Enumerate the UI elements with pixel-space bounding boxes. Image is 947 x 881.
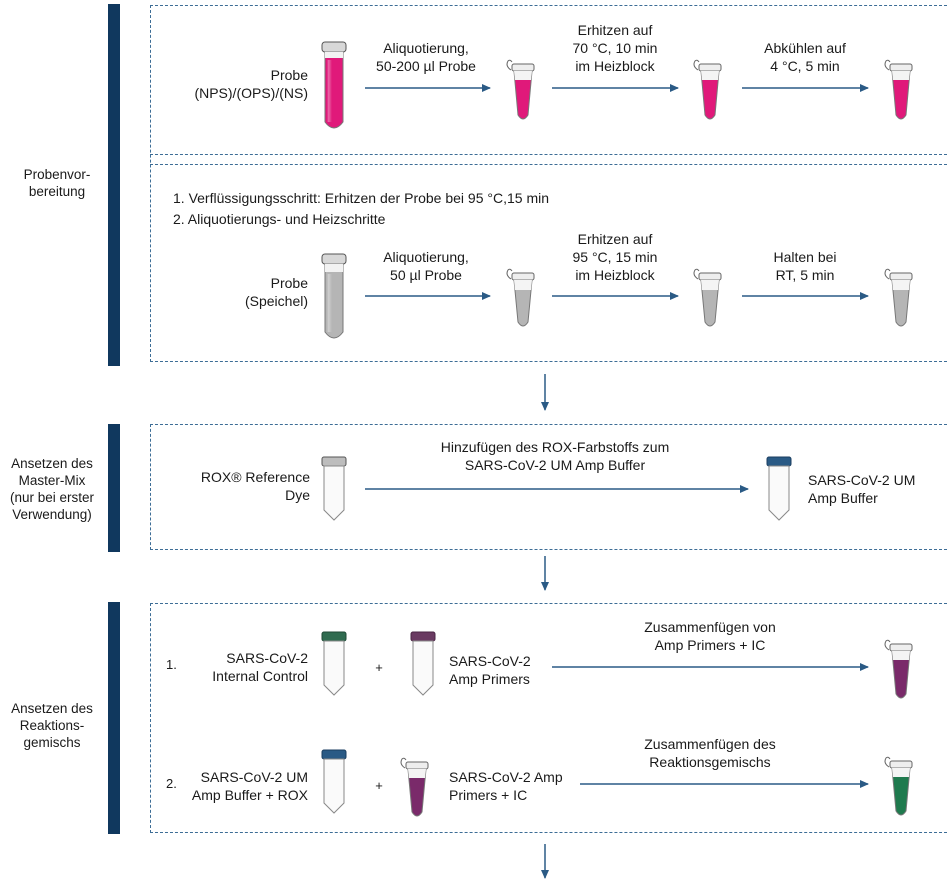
small-tube-saliva-2-icon (693, 268, 722, 327)
section-label-reaction: Ansetzen des Reaktions- gemischs (11, 701, 93, 750)
reaction-row1-number: 1. (166, 657, 177, 672)
step-label-nps-3: Abkühlen auf 4 °C, 5 min (764, 40, 846, 74)
small-tube-saliva-1-icon (506, 268, 535, 327)
mastermix-action: Hinzufügen des ROX-Farbstoffs zum SARS-C… (440, 439, 670, 473)
reaction-row1-action: Zusammenfügen von Amp Primers + IC (644, 619, 776, 653)
internal-control-tube-icon (321, 631, 347, 696)
step-label-saliva-3: Halten bei RT, 5 min (773, 249, 837, 283)
reaction-row2-number: 2. (166, 776, 177, 791)
sidebar-bar-reaction (108, 602, 120, 834)
sample-label-nps: Probe (NPS)/(OPS)/(NS) (194, 67, 308, 101)
small-tube-nps-1-icon (506, 59, 535, 120)
rox-label: ROX® Reference Dye (200, 469, 310, 503)
sidebar-bar-prep (108, 4, 120, 366)
internal-control-label: SARS-CoV-2 Internal Control (212, 650, 308, 684)
saliva-note-1: 1. Verflüssigungsschritt: Erhitzen der P… (173, 190, 550, 206)
amp-buffer-label: SARS-CoV-2 UM Amp Buffer (808, 472, 916, 506)
plus-sign-1: + (375, 660, 383, 675)
step-label-saliva-1: Aliquotierung, 50 µl Probe (383, 249, 469, 283)
primers-ic-tube-icon (884, 639, 913, 699)
small-tube-nps-2-icon (693, 59, 722, 120)
panel-prep-divider (150, 154, 947, 155)
panel-prep (150, 5, 947, 362)
panel-prep-divider-2 (150, 164, 947, 165)
panel-mastermix (150, 424, 947, 550)
plus-sign-2: + (375, 778, 383, 793)
reaction-mix-tube-icon (884, 756, 913, 816)
amp-buffer-tube-icon (766, 456, 792, 521)
small-tube-nps-3-icon (884, 59, 913, 120)
section-label-prep: Probenvor- bereitung (23, 167, 91, 199)
saliva-note-2: 2. Aliquotierungs- und Heizschritte (173, 211, 386, 227)
rox-tube-icon (321, 456, 347, 521)
large-tube-saliva-icon (321, 253, 347, 339)
large-tube-nps-icon (321, 41, 347, 129)
section-label-mastermix: Ansetzen des Master-Mix (nur bei erster … (9, 456, 95, 522)
step-label-nps-2: Erhitzen auf 70 °C, 10 min im Heizblock (572, 22, 658, 74)
sample-label-saliva: Probe (Speichel) (244, 275, 308, 309)
step-label-nps-1: Aliquotierung, 50-200 µl Probe (376, 40, 476, 74)
amp-buffer-rox-label: SARS-CoV-2 UM Amp Buffer + ROX (191, 769, 308, 803)
panel-reaction (150, 603, 947, 833)
reaction-row2-action: Zusammenfügen des Reaktionsgemischs (644, 736, 776, 770)
amp-primers-tube-icon (410, 631, 436, 696)
sidebar-bar-mastermix (108, 424, 120, 552)
amp-primers-label: SARS-CoV-2 Amp Primers (449, 653, 531, 687)
step-label-saliva-2: Erhitzen auf 95 °C, 15 min im Heizblock (572, 231, 658, 283)
amp-buffer-rox-tube-icon (321, 749, 347, 814)
primers-ic-small-tube-icon (400, 757, 429, 817)
small-tube-saliva-3-icon (884, 268, 913, 327)
primers-ic-label: SARS-CoV-2 Amp Primers + IC (449, 769, 563, 803)
